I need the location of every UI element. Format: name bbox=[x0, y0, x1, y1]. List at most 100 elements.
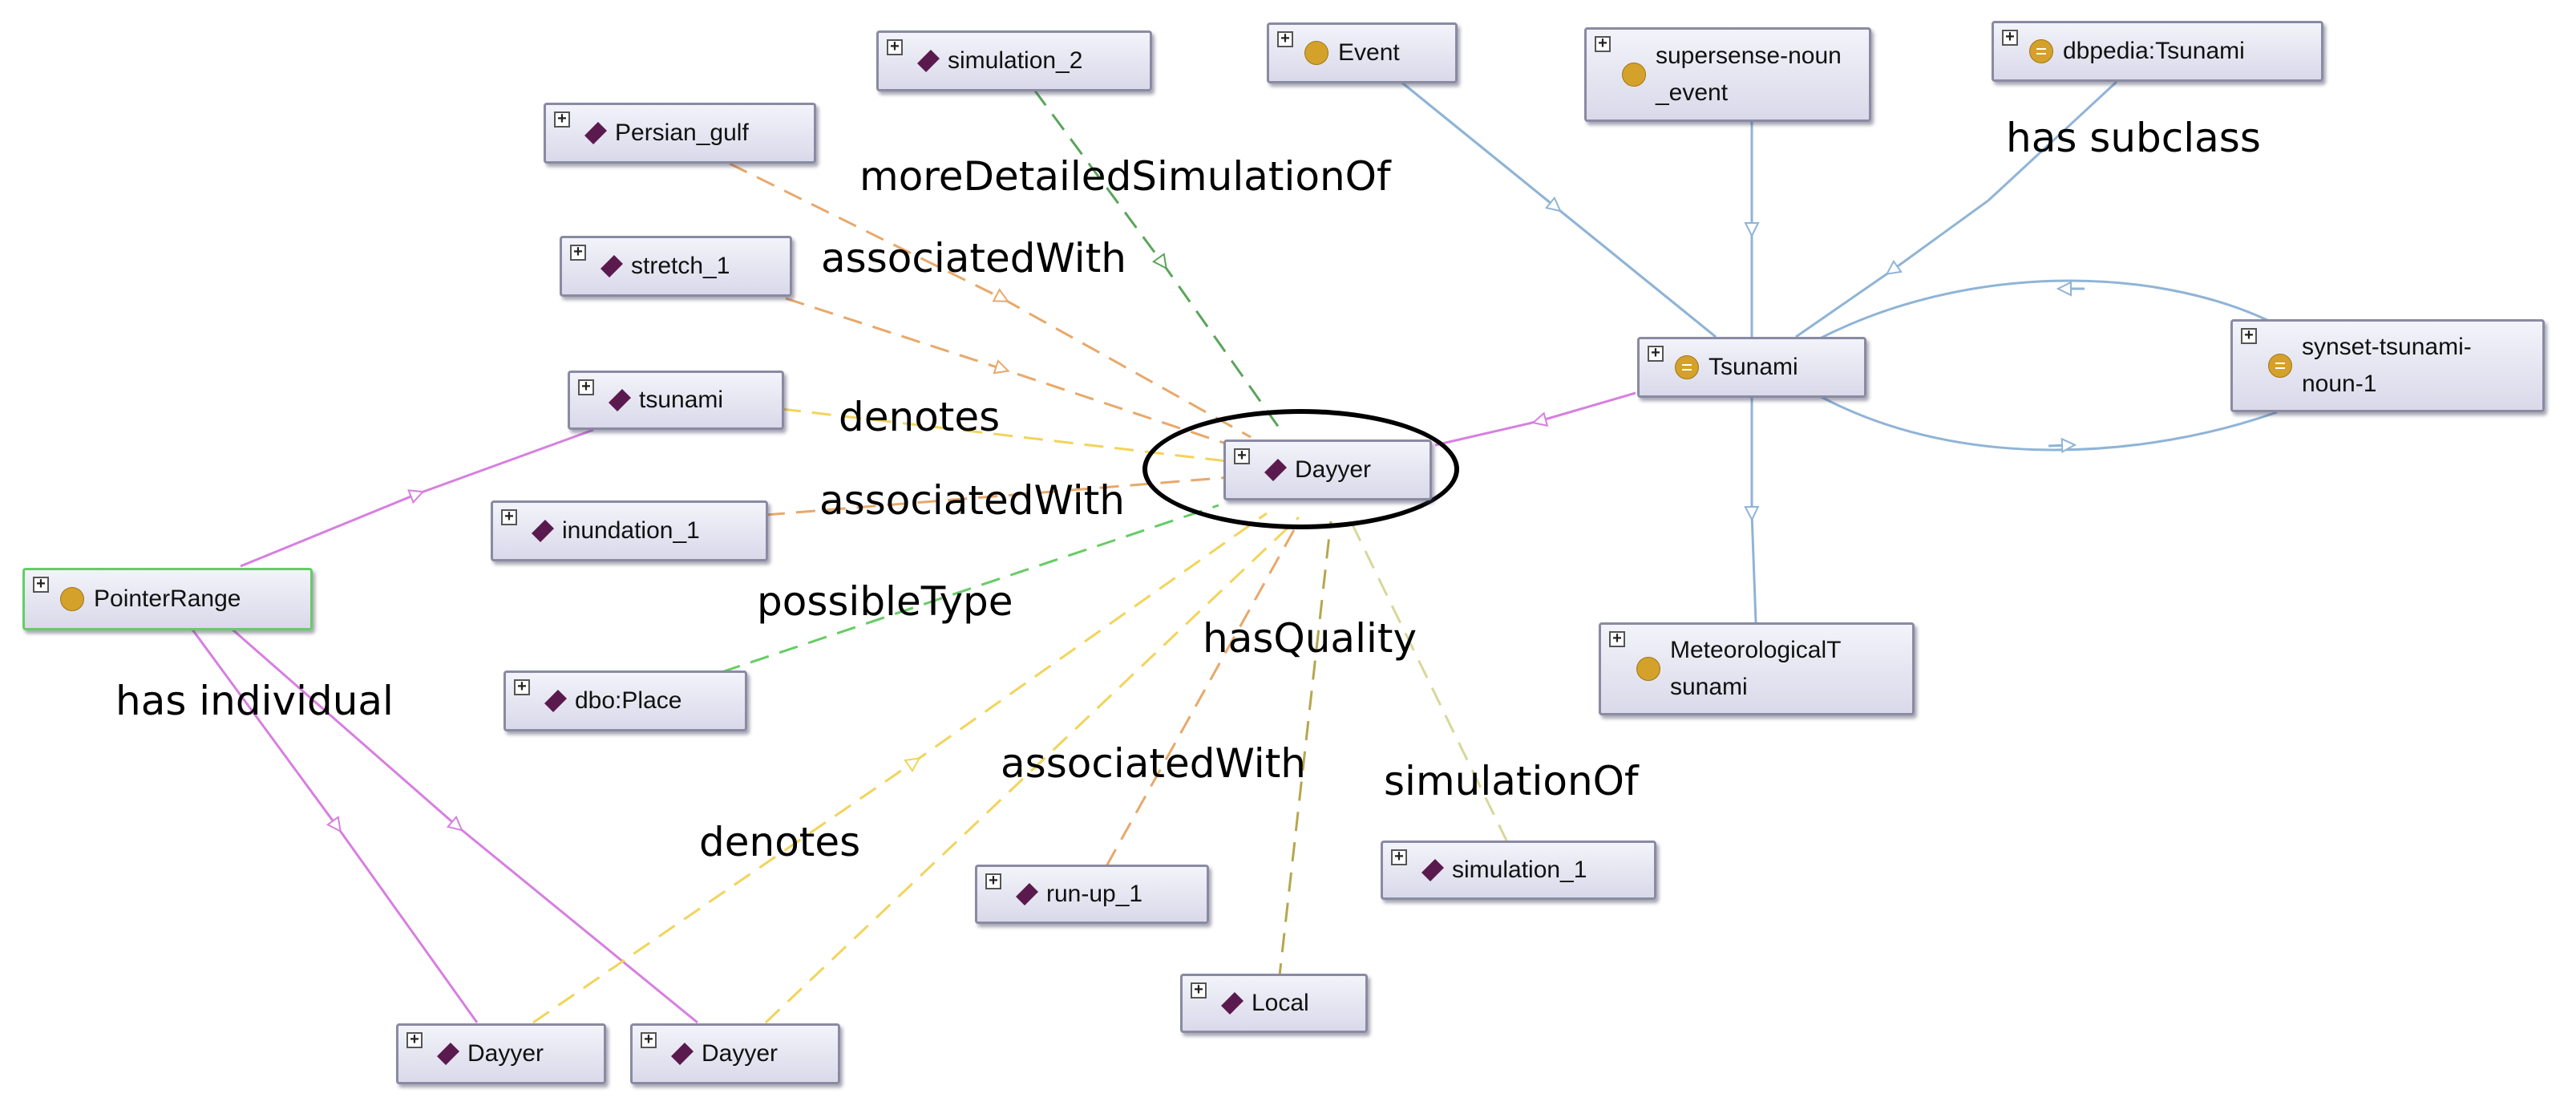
edge-label-more-detailed-simulation-of: moreDetailedSimulationOf bbox=[859, 153, 1391, 200]
diamond-icon bbox=[584, 121, 608, 145]
node-label: stretch_1 bbox=[631, 253, 730, 279]
edge-label-has-individual: has individual bbox=[115, 678, 394, 724]
plus-icon[interactable]: + bbox=[1277, 30, 1293, 47]
node-label: run-up_1 bbox=[1046, 881, 1143, 907]
diamond-icon bbox=[1220, 991, 1244, 1015]
edge-tsunami-meteorological bbox=[1752, 398, 1756, 623]
node-inundation-1[interactable]: + inundation_1 bbox=[491, 500, 768, 561]
plus-icon[interactable]: + bbox=[641, 1031, 657, 1048]
edge-label-has-subclass: has subclass bbox=[2006, 115, 2261, 161]
highlight-ellipse bbox=[1142, 409, 1459, 529]
edge-inundation1-dayyer bbox=[765, 476, 1231, 516]
node-label: Persian_gulf bbox=[615, 120, 749, 146]
edge-label-associated-with-3: associatedWith bbox=[1001, 740, 1306, 787]
edge-label-possible-type: possibleType bbox=[757, 578, 1013, 625]
equivalent-circle-icon bbox=[2029, 39, 2053, 63]
plus-icon[interactable]: + bbox=[1234, 448, 1250, 464]
node-label: Event bbox=[1338, 39, 1400, 66]
plus-icon[interactable]: + bbox=[985, 873, 1001, 889]
node-local[interactable]: + Local bbox=[1180, 974, 1368, 1033]
plus-icon[interactable]: + bbox=[1191, 982, 1207, 999]
plus-icon[interactable]: + bbox=[2002, 29, 2018, 46]
node-dayyer-center[interactable]: + Dayyer bbox=[1223, 440, 1432, 500]
edge-dayyerleft-dayyer bbox=[532, 512, 1268, 1024]
node-pointerrange[interactable]: + PointerRange bbox=[22, 568, 313, 630]
node-run-up-1[interactable]: + run-up_1 bbox=[975, 865, 1209, 924]
plus-icon[interactable]: + bbox=[554, 111, 570, 128]
edge-stretch1-dayyer bbox=[785, 297, 1244, 451]
circle-icon bbox=[1304, 41, 1328, 65]
node-stretch-1[interactable]: + stretch_1 bbox=[560, 236, 792, 297]
edge-tsunami-class-dayyer bbox=[1434, 391, 1636, 447]
node-label: simulation_1 bbox=[1452, 857, 1587, 883]
edge-event-tsunami-arrow bbox=[1394, 75, 1717, 338]
node-simulation-2[interactable]: + simulation_2 bbox=[876, 30, 1152, 91]
plus-icon[interactable]: + bbox=[406, 1031, 423, 1048]
edge-tsunami-synset-bottom-arrow bbox=[2048, 445, 2068, 446]
plus-icon[interactable]: + bbox=[887, 38, 903, 55]
diamond-icon bbox=[1421, 858, 1445, 882]
equivalent-circle-icon bbox=[1675, 355, 1699, 379]
edge-label-associated-with-1: associatedWith bbox=[821, 235, 1126, 282]
node-label: dbpedia:Tsunami bbox=[2063, 38, 2245, 64]
edge-pointerrange-dayyer-right bbox=[232, 628, 698, 1024]
node-event[interactable]: + Event bbox=[1267, 22, 1458, 83]
plus-icon[interactable]: + bbox=[1609, 630, 1625, 647]
node-supersense-noun-event[interactable]: + supersense-noun _event bbox=[1584, 27, 1871, 122]
circle-icon bbox=[60, 587, 84, 611]
node-label: supersense-noun _event bbox=[1656, 43, 1842, 106]
circle-icon bbox=[1636, 657, 1660, 681]
edge-dbpedia-tsunami-upper bbox=[1987, 80, 2118, 202]
node-label: Dayyer bbox=[467, 1040, 544, 1067]
node-label: synset-tsunami- noun-1 bbox=[2302, 334, 2472, 397]
node-simulation-1[interactable]: + simulation_1 bbox=[1381, 841, 1656, 900]
node-dayyer-right[interactable]: + Dayyer bbox=[630, 1023, 840, 1084]
node-label: dbo:Place bbox=[575, 687, 682, 714]
diamond-icon bbox=[531, 519, 555, 543]
edge-synset-tsunami-top bbox=[1819, 279, 2270, 340]
node-tsunami-class[interactable]: + Tsunami bbox=[1637, 337, 1866, 398]
node-dayyer-left[interactable]: + Dayyer bbox=[396, 1023, 606, 1084]
edge-label-denotes-2: denotes bbox=[699, 819, 861, 865]
diamond-icon bbox=[600, 254, 624, 278]
node-label: Dayyer bbox=[702, 1040, 778, 1067]
plus-icon[interactable]: + bbox=[501, 508, 517, 525]
node-label: tsunami bbox=[639, 387, 724, 413]
node-synset-tsunami-noun-1[interactable]: + synset-tsunami- noun-1 bbox=[2230, 319, 2545, 412]
edge-dayyerright-dayyer bbox=[764, 516, 1300, 1024]
node-label: inundation_1 bbox=[562, 517, 700, 544]
diamond-icon bbox=[670, 1042, 694, 1066]
plus-icon[interactable]: + bbox=[33, 576, 49, 593]
edge-persiangulf-dayyer bbox=[729, 162, 1252, 439]
diamond-icon bbox=[544, 689, 568, 713]
plus-icon[interactable]: + bbox=[1391, 849, 1407, 865]
edge-simulation2-dayyer bbox=[1033, 89, 1284, 434]
node-meteorological-tsunami[interactable]: + MeteorologicalT sunami bbox=[1599, 622, 1915, 715]
plus-icon[interactable]: + bbox=[514, 679, 530, 695]
edge-dbpedia-tsunami bbox=[1795, 199, 1989, 338]
diamond-icon bbox=[1264, 458, 1288, 482]
node-persian-gulf[interactable]: + Persian_gulf bbox=[544, 103, 816, 164]
node-dbo-place[interactable]: + dbo:Place bbox=[503, 670, 747, 731]
node-tsunami-individual[interactable]: + tsunami bbox=[568, 371, 784, 430]
node-label: Local bbox=[1252, 990, 1309, 1016]
node-label: MeteorologicalT sunami bbox=[1670, 637, 1842, 700]
edge-simulation1-dayyer bbox=[1345, 512, 1509, 843]
plus-icon[interactable]: + bbox=[1595, 35, 1611, 52]
diamond-icon bbox=[1015, 882, 1039, 906]
edge-label-denotes-1: denotes bbox=[839, 394, 1001, 440]
plus-icon[interactable]: + bbox=[1648, 345, 1664, 362]
node-label: simulation_2 bbox=[948, 47, 1083, 74]
edge-label-has-quality: hasQuality bbox=[1203, 615, 1417, 662]
diamond-icon bbox=[608, 388, 632, 412]
plus-icon[interactable]: + bbox=[570, 244, 586, 261]
plus-icon[interactable]: + bbox=[578, 379, 594, 395]
edge-pointerrange-dayyer-left bbox=[191, 629, 479, 1023]
equivalent-circle-icon bbox=[2268, 354, 2292, 378]
plus-icon[interactable]: + bbox=[2241, 327, 2257, 344]
diamond-icon bbox=[916, 49, 940, 73]
node-label: Dayyer bbox=[1295, 456, 1372, 483]
edge-dboplace-dayyer bbox=[721, 504, 1219, 674]
node-dbpedia-tsunami[interactable]: + dbpedia:Tsunami bbox=[1992, 21, 2323, 82]
edge-pointerrange-tsunami bbox=[240, 428, 594, 568]
